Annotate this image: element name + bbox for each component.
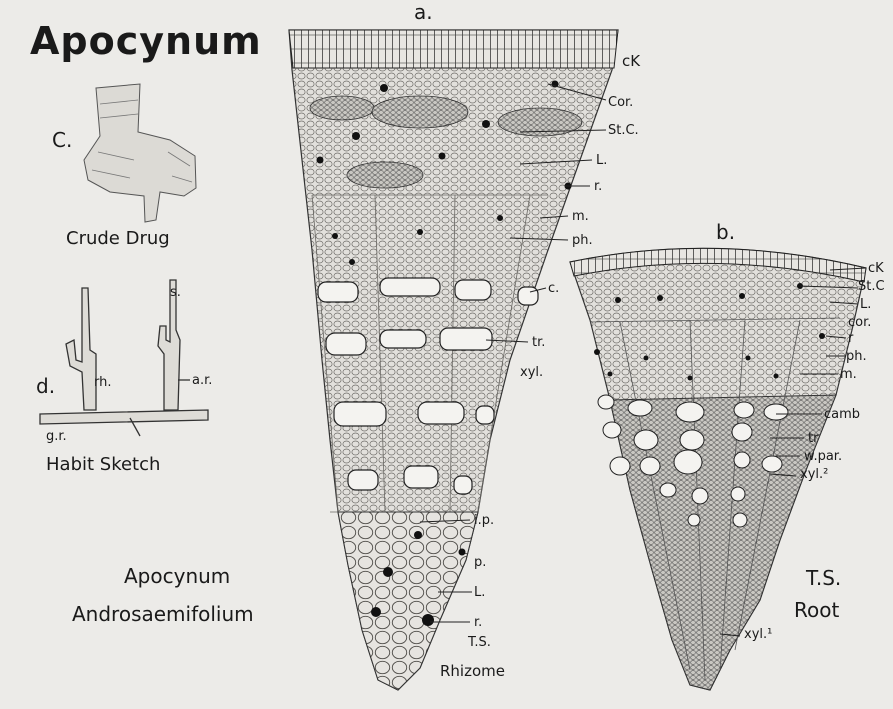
label-b-trachea: tr <box>808 432 818 445</box>
label-a-resin-pith: r. <box>474 616 482 629</box>
label-b-latex: L. <box>860 298 871 311</box>
label-a-medullary-ray: m. <box>572 210 589 223</box>
panel-b-caption-ts: T.S. <box>806 568 841 588</box>
panel-a-caption-rhizome: Rhizome <box>440 664 505 679</box>
crude-drug-drawing <box>84 84 196 222</box>
label-a-cortex: Cor. <box>608 96 633 109</box>
panel-a-letter: a. <box>414 2 433 22</box>
species-name-genus: Apocynum <box>124 566 230 586</box>
label-b-resin: r <box>848 332 853 345</box>
label-b-medullary-ray: m. <box>840 368 857 381</box>
label-a-phloem: ph. <box>572 234 593 247</box>
label-rhizome: rh. <box>94 376 112 389</box>
habit-sketch-drawing <box>40 280 208 436</box>
panel-c-letter: C. <box>52 130 72 150</box>
label-b-cortex: cor. <box>848 316 871 329</box>
panel-b-letter: b. <box>716 222 735 242</box>
label-stem: s. <box>170 286 181 299</box>
label-b-stone-cells: St.C <box>858 280 885 293</box>
label-a-resin: r. <box>594 180 602 193</box>
label-b-cambium: camb <box>824 408 860 421</box>
panel-c-caption: Crude Drug <box>66 230 170 248</box>
panel-b-caption-root: Root <box>794 600 839 620</box>
plate-title: Apocynum <box>30 22 262 60</box>
label-a-stone-cells: St.C. <box>608 124 639 137</box>
label-a-xylem: xyl. <box>520 366 543 379</box>
label-a-latex: L. <box>596 154 607 167</box>
panel-d-caption: Habit Sketch <box>46 456 160 474</box>
label-a-cambium: c. <box>548 282 559 295</box>
label-a-intraxylary-phloem: i.p. <box>474 514 494 527</box>
panel-a-caption-ts: T.S. <box>468 636 491 649</box>
label-a-pith: p. <box>474 556 486 569</box>
label-ground-root: g.r. <box>46 430 67 443</box>
label-b-secondary-xylem: xyl.² <box>800 468 828 481</box>
label-b-primary-xylem: xyl.¹ <box>744 628 772 641</box>
label-b-wood-parenchyma: w.par. <box>804 450 842 463</box>
panel-d-letter: d. <box>36 376 55 396</box>
label-b-phloem: ph. <box>846 350 867 363</box>
label-a-trachea: tr. <box>532 336 545 349</box>
label-a-latex-pith: L. <box>474 586 485 599</box>
species-name-epithet: Androsaemifolium <box>72 604 254 624</box>
label-b-cork: cK <box>868 262 884 275</box>
label-a-cork: cK <box>622 54 640 69</box>
label-adventitious-root: a.r. <box>192 374 212 387</box>
rhizome-section-drawing <box>289 30 618 690</box>
